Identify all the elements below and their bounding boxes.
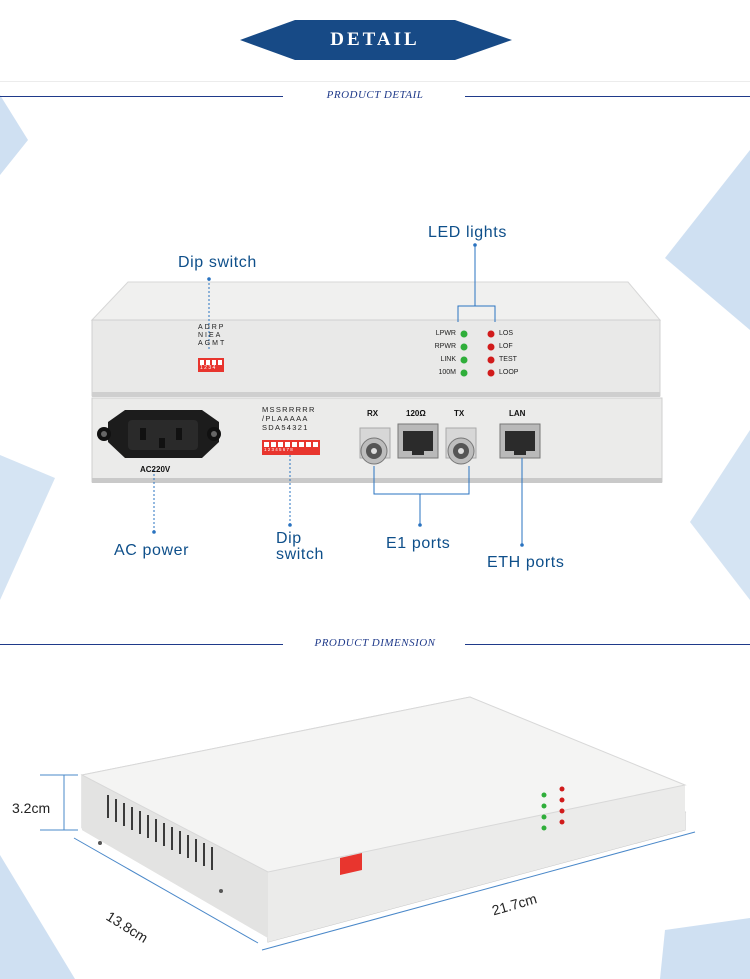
led-link	[460, 356, 468, 364]
led-label-rpwr: RPWR	[434, 343, 456, 350]
section-title-dimension: PRODUCT DIMENSION	[314, 637, 436, 649]
callout-dip-switch-bottom-1: Dip	[276, 530, 302, 547]
rear-dip-label-row3: SDA54321	[262, 423, 309, 432]
dim-dip-switch	[340, 853, 362, 875]
front-dip-label-row1: ADRP	[198, 324, 226, 331]
decor-triangle-left-mid	[0, 455, 55, 600]
rear-dip-label-row2: /PLAAAAA	[262, 414, 309, 423]
led-label-lpwr: LPWR	[435, 330, 456, 337]
banner-ribbon	[0, 20, 750, 82]
led-rpwr	[460, 343, 468, 351]
section-divider-dimension: PRODUCT DIMENSION	[0, 637, 750, 652]
callout-dip-switch-top: Dip switch	[178, 254, 257, 271]
bnc-tx-port	[445, 427, 477, 465]
led-label-100m: 100M	[438, 369, 456, 376]
callout-ac-power: AC power	[114, 542, 190, 559]
rx-label: RX	[367, 409, 379, 418]
decor-triangle-left-top	[0, 95, 28, 175]
callout-lines	[153, 245, 523, 545]
tx-label: TX	[454, 409, 465, 418]
decor-triangle-left-bottom	[0, 855, 75, 979]
section-divider-detail: PRODUCT DETAIL	[0, 89, 750, 104]
dimension-height-label: 3.2cm	[12, 800, 51, 816]
led-lpwr	[460, 330, 468, 338]
callout-eth-ports: ETH ports	[487, 554, 565, 571]
bnc-rx-port	[359, 427, 391, 465]
led-label-lof: LOF	[499, 343, 513, 350]
header-banner: DETAIL	[0, 0, 750, 82]
dimension-lines	[40, 774, 696, 951]
callout-led-lights: LED lights	[428, 224, 507, 241]
led-100m	[460, 369, 468, 377]
led-label-loop: LOOP	[499, 369, 519, 376]
callout-dip-switch-bottom-2: switch	[276, 546, 325, 563]
front-unit-front-face	[91, 319, 661, 397]
led-lof	[487, 343, 495, 351]
callout-e1-ports: E1 ports	[386, 535, 451, 552]
front-unit-top-face	[90, 281, 662, 321]
front-dip-switch	[198, 358, 224, 372]
front-dip-label-row2: NIEA	[198, 332, 223, 339]
rj45-lan-port	[499, 423, 541, 459]
front-dip-numbers: 1 2 3 4	[200, 365, 216, 371]
led-label-test: TEST	[499, 356, 517, 363]
lan-label: LAN	[509, 409, 526, 418]
led-loop	[487, 369, 495, 377]
rj45-120ohm-port	[397, 423, 439, 459]
ohm-label: 120Ω	[406, 409, 426, 418]
banner-title: DETAIL	[330, 29, 420, 50]
decor-triangle-right-mid	[690, 430, 750, 600]
section-title-detail: PRODUCT DETAIL	[326, 89, 424, 101]
vent-slots	[107, 795, 213, 870]
decor-triangle-right-bottom	[660, 918, 750, 979]
led-test	[487, 356, 495, 364]
rear-dip-numbers: 1 2 3 4 5 6 7 8	[264, 447, 293, 452]
ac-voltage-label: AC220V	[140, 465, 171, 474]
rear-dip-label-row1: MSSRRRRR	[262, 405, 316, 414]
led-label-los: LOS	[499, 330, 514, 337]
led-label-link: LINK	[440, 356, 456, 363]
rear-dip-switch	[262, 440, 320, 455]
led-los	[487, 330, 495, 338]
front-dip-label-row3: AGMT	[198, 340, 227, 347]
dim-leds	[541, 786, 565, 831]
decor-triangle-right-top	[665, 150, 750, 330]
